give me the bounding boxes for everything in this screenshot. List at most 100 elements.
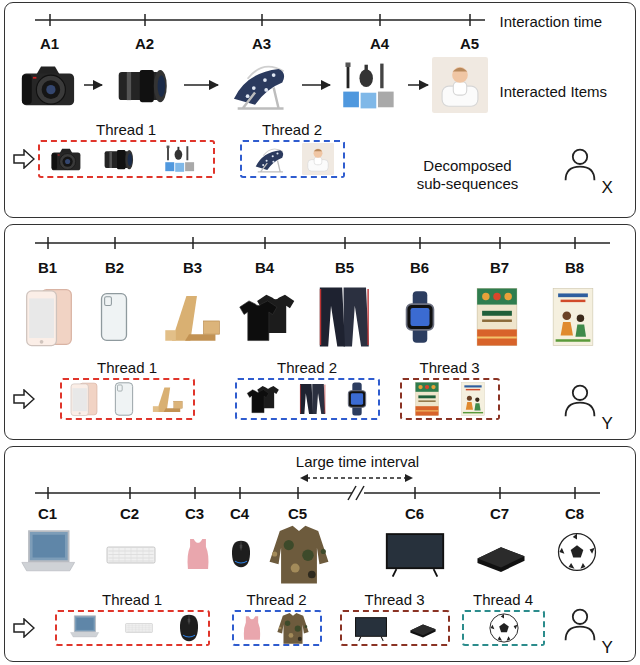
timeline (344, 237, 346, 249)
item-image (477, 288, 517, 345)
time-step-label: B2 (105, 259, 124, 277)
timeline (348, 486, 356, 500)
item-image (386, 533, 444, 576)
item-image (240, 295, 295, 341)
item-thumbnail (461, 382, 484, 415)
item-thumbnail (410, 624, 435, 637)
item-thumbnail (415, 382, 438, 415)
timeline (47, 487, 49, 499)
thread-box: Thread 1 (60, 378, 195, 420)
time-step-label: B8 (565, 259, 584, 277)
item-image (119, 70, 167, 102)
timeline (35, 492, 352, 494)
timeline (261, 14, 263, 26)
item-thumbnail (256, 149, 284, 172)
timeline (379, 14, 381, 26)
item-image (232, 541, 250, 567)
timeline (192, 237, 194, 249)
sequence-arrow (302, 84, 330, 86)
time-step-label: B7 (490, 259, 509, 277)
time-step-label: C1 (38, 505, 57, 523)
time-step-label: B5 (335, 259, 354, 277)
thread-box: Thread 2 (240, 140, 345, 178)
timeline (574, 487, 576, 499)
timeline (35, 19, 485, 21)
item-image (477, 547, 524, 572)
time-step-label: C6 (405, 505, 424, 523)
timeline (129, 487, 131, 499)
timeline (297, 487, 299, 499)
item-thumbnail (165, 146, 194, 172)
thread-box: Thread 2 (232, 610, 322, 646)
thread-label: Thread 3 (364, 591, 424, 609)
time-step-label: B4 (255, 259, 274, 277)
item-thumbnail (302, 143, 334, 175)
time-gap-arrow (300, 474, 413, 482)
thread-box: Thread 1 (38, 140, 215, 178)
time-gap-arrow (300, 474, 413, 482)
hollow-arrow (14, 619, 34, 637)
item-image (27, 290, 72, 346)
item-image (234, 67, 284, 109)
thread-box: Thread 2 (235, 378, 380, 420)
item-image (407, 291, 434, 343)
timeline (239, 487, 241, 499)
hollow-arrow (14, 390, 34, 408)
item-thumbnail (105, 150, 133, 169)
time-step-label: C5 (288, 505, 307, 523)
item-image (22, 531, 75, 571)
time-step-label: B3 (183, 259, 202, 277)
item-image (188, 539, 209, 569)
thread-label: Thread 2 (246, 591, 306, 609)
timeline (114, 237, 116, 249)
sequence-arrow (84, 84, 428, 86)
item-thumbnail (126, 624, 153, 633)
thread-label: Thread 4 (473, 591, 533, 609)
time-step-label: A3 (252, 35, 271, 53)
sequence-panel: Thread 1Thread 2Thread 3B1B2B3B4B5B6B7B8… (4, 224, 636, 440)
timeline (364, 492, 600, 494)
sequence-arrow (408, 84, 428, 86)
timeline (264, 237, 266, 249)
timeline (356, 486, 364, 500)
item-image (343, 62, 393, 108)
annotation-text: Interaction time (500, 13, 603, 31)
item-image (432, 57, 488, 113)
time-step-label: C8 (565, 505, 584, 523)
timeline (574, 237, 576, 249)
annotation-text: Large time interval (296, 453, 419, 471)
timeline (35, 486, 600, 500)
thread-box: Thread 3 (400, 378, 500, 420)
time-step-label: C2 (120, 505, 139, 523)
item-image (22, 66, 74, 105)
item-thumbnail (300, 384, 325, 414)
timeline (35, 242, 610, 244)
thread-label: Thread 1 (102, 591, 162, 609)
user-icon (566, 386, 595, 417)
user-icon (566, 150, 595, 181)
thread-box: Thread 4 (462, 610, 545, 646)
timeline (194, 487, 196, 499)
thread-label: Thread 2 (262, 121, 322, 139)
user-label: Y (602, 637, 613, 657)
timeline (144, 14, 146, 26)
timeline (414, 487, 416, 499)
time-step-label: B6 (410, 259, 429, 277)
item-image (553, 288, 593, 345)
hollow-arrow (14, 150, 34, 168)
item-thumbnail (52, 149, 81, 170)
timeline (499, 237, 501, 249)
timeline (499, 487, 501, 499)
time-step-label: C7 (490, 505, 509, 523)
sequence-arrow (84, 84, 102, 86)
item-thumbnail (247, 386, 279, 413)
item-thumbnail (490, 614, 518, 642)
time-step-label: A1 (40, 35, 59, 53)
item-thumbnail (115, 383, 132, 415)
timeline (49, 14, 51, 26)
item-image (270, 526, 329, 584)
item-image (320, 288, 369, 347)
time-step-label: A2 (135, 35, 154, 53)
sequence-arrow (184, 84, 218, 86)
